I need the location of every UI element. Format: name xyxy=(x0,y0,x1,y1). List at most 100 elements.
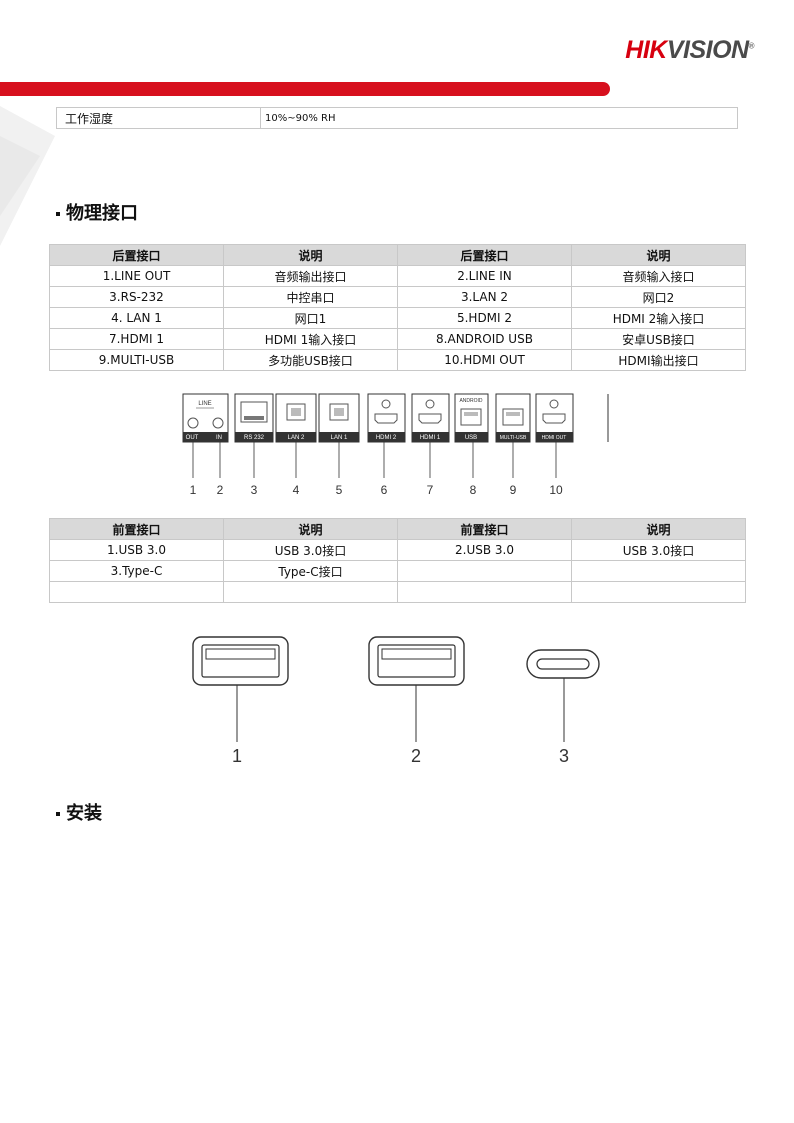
table-cell: 网口1 xyxy=(223,307,398,329)
lan2-port-group: LAN 2 xyxy=(275,393,317,443)
table-cell: 8.ANDROID USB xyxy=(397,328,572,350)
table-cell: HDMI输出接口 xyxy=(571,349,746,371)
column-header: 说明 xyxy=(571,518,746,540)
usb-port-icon xyxy=(460,408,482,426)
callout-number: 1 xyxy=(232,746,242,766)
table-cell xyxy=(571,581,746,603)
trademark-mark: ® xyxy=(748,41,755,51)
table-cell: 3.LAN 2 xyxy=(397,286,572,308)
spec-table: 工作湿度 10%~90% RH xyxy=(56,107,738,129)
watermark-decoration xyxy=(0,106,55,246)
port-label: HDMI 1 xyxy=(420,435,441,441)
front-interface-table: 前置接口 说明 前置接口 说明 1.USB 3.0 USB 3.0接口 2.US… xyxy=(49,518,746,603)
table-cell: 4. LAN 1 xyxy=(49,307,224,329)
hdmi2-port-group: HDMI 2 xyxy=(367,393,406,443)
table-cell: 音频输入接口 xyxy=(571,265,746,287)
line-out-jack-icon xyxy=(187,417,199,429)
table-cell xyxy=(49,581,224,603)
rear-interface-table: 后置接口 说明 后置接口 说明 1.LINE OUT 音频输出接口 2.LINE… xyxy=(49,244,746,371)
bullet-square-icon xyxy=(56,812,60,816)
table-row: 7.HDMI 1 HDMI 1输入接口 8.ANDROID USB 安卓USB接… xyxy=(49,328,746,350)
table-cell: 7.HDMI 1 xyxy=(49,328,224,350)
hdmi1-port-group: HDMI 1 xyxy=(411,393,450,443)
hdmi-out-port-group: HDMI OUT xyxy=(535,393,574,443)
table-cell: 多功能USB接口 xyxy=(223,349,398,371)
callout-number: 8 xyxy=(470,483,477,497)
table-row xyxy=(49,581,746,603)
hikvision-logo: HIKVISION® xyxy=(625,36,754,65)
table-cell xyxy=(223,581,398,603)
table-row: 3.Type-C Type-C接口 xyxy=(49,560,746,582)
table-cell: 1.LINE OUT xyxy=(49,265,224,287)
port-label: MULTI-USB xyxy=(500,435,527,441)
table-cell xyxy=(397,560,572,582)
logo-grey-text: VISION xyxy=(666,36,749,64)
usb-c-port-icon xyxy=(526,649,600,679)
table-cell: 10.HDMI OUT xyxy=(397,349,572,371)
table-cell: USB 3.0接口 xyxy=(223,539,398,561)
line-label: LINE xyxy=(198,401,211,407)
table-cell: 1.USB 3.0 xyxy=(49,539,224,561)
port-label: RS 232 xyxy=(244,435,265,441)
table-cell xyxy=(397,581,572,603)
callout-number: 3 xyxy=(251,483,258,497)
section-title-physical: 物理接口 xyxy=(56,199,138,225)
leader-lines xyxy=(236,678,565,742)
table-cell xyxy=(571,560,746,582)
column-header: 前置接口 xyxy=(49,518,224,540)
column-header: 后置接口 xyxy=(397,244,572,266)
table-cell: 安卓USB接口 xyxy=(571,328,746,350)
rs232-port-group: RS 232 xyxy=(234,393,274,443)
front-ports-diagram: 1 2 3 xyxy=(192,636,600,766)
table-row: 工作湿度 10%~90% RH xyxy=(56,107,738,129)
port-label: LAN 2 xyxy=(288,435,305,441)
port-label: HDMI 2 xyxy=(376,435,397,441)
table-header-row: 前置接口 说明 前置接口 说明 xyxy=(49,518,746,540)
table-row: 1.LINE OUT 音频输出接口 2.LINE IN 音频输入接口 xyxy=(49,265,746,287)
port-label: USB xyxy=(465,435,477,441)
table-row: 4. LAN 1 网口1 5.HDMI 2 HDMI 2输入接口 xyxy=(49,307,746,329)
table-row: 1.USB 3.0 USB 3.0接口 2.USB 3.0 USB 3.0接口 xyxy=(49,539,746,561)
table-cell: 9.MULTI-USB xyxy=(49,349,224,371)
table-cell: 3.Type-C xyxy=(49,560,224,582)
multi-usb-port-group: MULTI-USB xyxy=(495,393,531,443)
android-usb-port-group: ANDROID USB xyxy=(454,393,489,443)
callout-number: 3 xyxy=(559,746,569,766)
table-cell: 网口2 xyxy=(571,286,746,308)
android-label: ANDROID xyxy=(459,398,482,404)
table-cell: 2.USB 3.0 xyxy=(397,539,572,561)
spec-value: 10%~90% RH xyxy=(260,107,738,129)
table-cell: 音频输出接口 xyxy=(223,265,398,287)
callout-number: 2 xyxy=(411,746,421,766)
line-port-group: LINE OUT IN xyxy=(182,393,229,443)
table-header-row: 后置接口 说明 后置接口 说明 xyxy=(49,244,746,266)
table-cell: 3.RS-232 xyxy=(49,286,224,308)
usb-a-port-1-icon xyxy=(192,636,289,686)
column-header: 后置接口 xyxy=(49,244,224,266)
callout-number: 2 xyxy=(217,483,224,497)
column-header: 前置接口 xyxy=(397,518,572,540)
line-in-jack-icon xyxy=(212,417,224,429)
rear-ports-diagram: LINE OUT IN RS 232 LAN 2 LAN 1 HDMI 2 xyxy=(178,392,618,500)
table-row: 3.RS-232 中控串口 3.LAN 2 网口2 xyxy=(49,286,746,308)
lan1-port-group: LAN 1 xyxy=(318,393,360,443)
hdmi-port-icon xyxy=(374,413,398,424)
callout-number: 6 xyxy=(381,483,388,497)
table-cell: Type-C接口 xyxy=(223,560,398,582)
table-cell: 2.LINE IN xyxy=(397,265,572,287)
port-label: HDMI OUT xyxy=(542,435,567,441)
logo-red-text: HIK xyxy=(625,36,667,64)
bullet-square-icon xyxy=(56,212,60,216)
spec-label: 工作湿度 xyxy=(56,107,261,129)
table-cell: 中控串口 xyxy=(223,286,398,308)
hdmi-port-icon xyxy=(418,413,442,424)
table-cell: USB 3.0接口 xyxy=(571,539,746,561)
column-header: 说明 xyxy=(571,244,746,266)
usb-a-port-2-icon xyxy=(368,636,465,686)
table-cell: HDMI 2输入接口 xyxy=(571,307,746,329)
column-header: 说明 xyxy=(223,244,398,266)
table-cell: 5.HDMI 2 xyxy=(397,307,572,329)
section-title-install: 安装 xyxy=(56,799,102,825)
hdmi-port-icon xyxy=(542,413,566,424)
port-label: IN xyxy=(216,435,222,441)
